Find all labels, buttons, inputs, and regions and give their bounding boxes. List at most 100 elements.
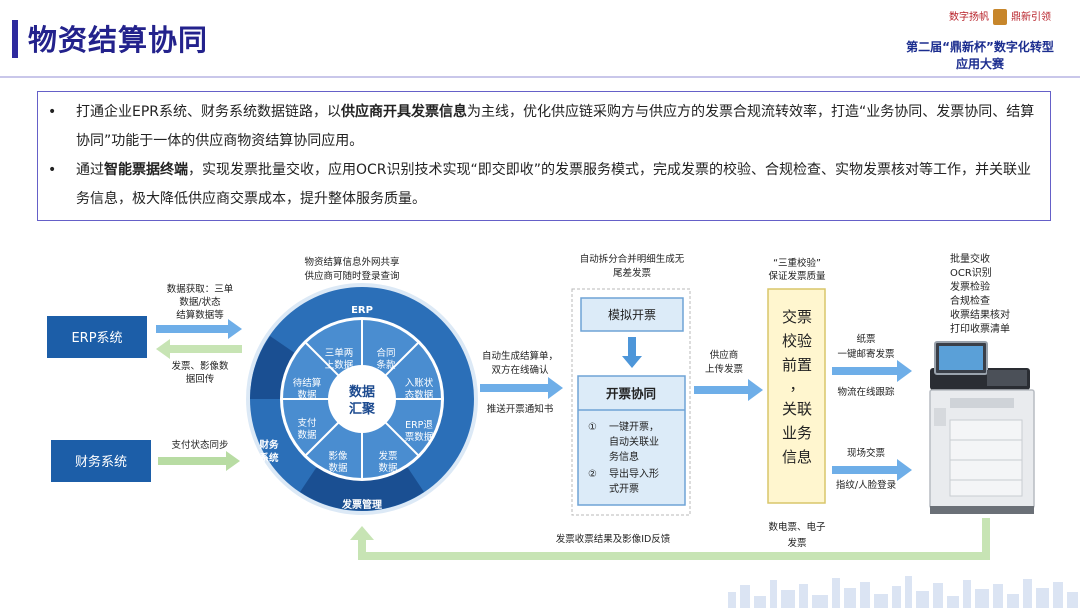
bullet-1-post: 为主线，优化供应链采购方与供应方的发票合规流转效率，打造“业务协同、发票协同、结… xyxy=(76,104,1035,149)
header-divider xyxy=(0,76,1080,78)
feedback-label: 发票收票结果及影像ID反馈 xyxy=(556,533,671,545)
arrow-upload-invoice xyxy=(694,379,763,401)
settlement-label-2: 双方在线确认 xyxy=(491,364,549,376)
segment-three-orders-2: 上数据 xyxy=(325,359,354,371)
collab-item-1-line2: 自动关联业 xyxy=(609,435,659,448)
ring-erp-label: ERP xyxy=(351,305,373,316)
auto-split-label-2: 尾差发票 xyxy=(613,267,652,279)
feedback-loop-arrow xyxy=(350,518,990,560)
terminal-feature-5: 收票结果核对 xyxy=(950,308,1010,321)
bullet-1-bold: 供应商开具发票信息 xyxy=(341,104,468,120)
collab-item-1-line1: 一键开票， xyxy=(609,420,659,433)
segment-payment-2: 数据 xyxy=(297,429,317,441)
invoice-collab-box xyxy=(577,375,686,506)
arrow-back-to-erp xyxy=(156,339,242,359)
terminal-feature-4: 合规检查 xyxy=(950,294,990,307)
arrow-to-collab xyxy=(480,377,563,399)
segment-entry-status-1: 入账状 xyxy=(405,377,434,389)
ring-invoice-label: 发票管理 xyxy=(341,498,382,511)
circle-top-label-2: 供应商可随时登录查询 xyxy=(304,270,399,282)
hub-center xyxy=(328,365,396,433)
vertical-text-5: 关联 xyxy=(782,400,812,418)
terminal-feature-6: 打印收票清单 xyxy=(950,322,1010,335)
segment-invoice-2: 数据 xyxy=(378,462,398,474)
simulate-invoice-label: 模拟开票 xyxy=(608,308,656,322)
return-label-1: 发票、影像数 xyxy=(171,360,229,372)
bullet-dot: • xyxy=(48,104,57,120)
arrow-finance-sync xyxy=(158,451,240,471)
segment-payment-1: 支付 xyxy=(297,417,317,429)
erp-system-box xyxy=(47,316,147,358)
segment-image-2: 数据 xyxy=(328,462,348,474)
data-fetch-label-3: 结算数据等 xyxy=(176,309,224,321)
erp-system-label: ERP系统 xyxy=(71,331,122,346)
vertical-text-2: 校验 xyxy=(782,332,812,350)
segment-contract-1: 合同 xyxy=(376,347,395,359)
segment-erp-return-2: 票数据 xyxy=(405,431,434,443)
competition-name: 第二届“鼎新杯”数字化转型 xyxy=(906,40,1054,54)
supplier-label-2: 上传发票 xyxy=(705,363,744,375)
payment-sync-label: 支付状态同步 xyxy=(171,439,228,451)
auto-split-label-1: 自动拆分合并明细生成无 xyxy=(580,253,685,265)
segment-entry-status-2: 态数据 xyxy=(405,389,434,401)
triple-check-label-1: “三重校验” xyxy=(773,257,821,269)
vertical-text-3: 前置 xyxy=(782,356,812,374)
terminal-feature-1: 批量交收 xyxy=(950,252,990,265)
invoice-collab-title: 开票协同 xyxy=(606,386,656,401)
collab-item-2-num: ② xyxy=(588,469,597,480)
vertical-text-4: ， xyxy=(789,376,804,394)
bullet-2-bold: 智能票据终端 xyxy=(104,162,188,178)
arrow-to-erp-ring xyxy=(156,319,242,339)
digital-invoice-label-2: 发票 xyxy=(787,537,807,549)
push-notice-label: 推送开票通知书 xyxy=(487,403,554,415)
segment-pending-1: 待结算 xyxy=(293,377,322,389)
finance-system-box xyxy=(51,440,151,482)
supplier-label-1: 供应商 xyxy=(710,349,739,361)
bullet-2-post: ，实现发票批量交收，应用OCR识别技术实现“即交即收”的发票服务模式，完成发票的… xyxy=(76,162,1032,207)
ring-finance-label-1: 财务 xyxy=(258,439,279,451)
brand-slogan-right: 鼎新引领 xyxy=(1011,12,1051,23)
collab-item-2-line1: 导出导入形 xyxy=(609,467,659,480)
segment-invoice-1: 发票 xyxy=(378,450,398,462)
settlement-label-1: 自动生成结算单， xyxy=(482,350,558,362)
collab-item-1-line3: 务信息 xyxy=(609,450,639,463)
city-skyline-decoration xyxy=(728,576,1078,608)
hub-center-label-2: 汇聚 xyxy=(349,402,376,417)
data-fetch-label-1: 数据获取：三单 xyxy=(167,283,234,295)
simulate-invoice-box xyxy=(580,297,684,332)
arrow-mail-invoice xyxy=(832,360,912,382)
digital-invoice-label-1: 数电票、电子 xyxy=(768,521,826,533)
finance-system-label: 财务系统 xyxy=(75,454,127,470)
brand-slogan-left: 数字扬帆 xyxy=(949,12,989,23)
title-accent-bar xyxy=(12,20,18,58)
collab-item-1-num: ① xyxy=(588,422,597,433)
ring-finance-label-2: 系统 xyxy=(259,452,279,464)
page-title: 物资结算协同 xyxy=(28,23,209,57)
logistics-label: 物流在线跟踪 xyxy=(837,386,895,398)
segment-contract-2: 条款 xyxy=(376,359,396,371)
competition-name-line2: 应用大赛 xyxy=(955,57,1004,71)
circle-top-label-1: 物资结算信息外网共享 xyxy=(304,256,399,268)
ding-emblem-icon xyxy=(993,9,1007,25)
smart-invoice-terminal-icon xyxy=(929,341,1035,514)
intro-bullet-2: • 通过智能票据终端，实现发票批量交收，应用OCR识别技术实现“即交即收”的发票… xyxy=(48,156,1038,214)
vertical-text-7: 信息 xyxy=(782,448,812,466)
segment-three-orders-1: 三单两 xyxy=(325,347,354,359)
return-label-2: 据回传 xyxy=(186,373,215,385)
front-check-box xyxy=(767,288,826,504)
bullet-dot: • xyxy=(48,162,57,178)
login-label: 指纹/人脸登录 xyxy=(836,479,897,491)
arrow-onsite xyxy=(832,459,912,481)
triple-check-label-2: 保证发票质量 xyxy=(768,270,826,282)
segment-erp-return-1: ERP退 xyxy=(405,420,433,431)
vertical-text-6: 业务 xyxy=(782,424,812,442)
onsite-label: 现场交票 xyxy=(847,447,886,459)
paper-invoice-label-2: 一键邮寄发票 xyxy=(837,348,895,360)
collab-item-2-line2: 式开票 xyxy=(609,482,639,495)
terminal-feature-2: OCR识别 xyxy=(950,267,992,279)
segment-image-1: 影像 xyxy=(328,450,348,462)
hub-center-label-1: 数据 xyxy=(349,384,375,400)
data-fetch-label-2: 数据/状态 xyxy=(179,296,221,308)
intro-bullet-1: • 打通企业EPR系统、财务系统数据链路，以供应商开具发票信息为主线，优化供应链… xyxy=(48,98,1038,156)
